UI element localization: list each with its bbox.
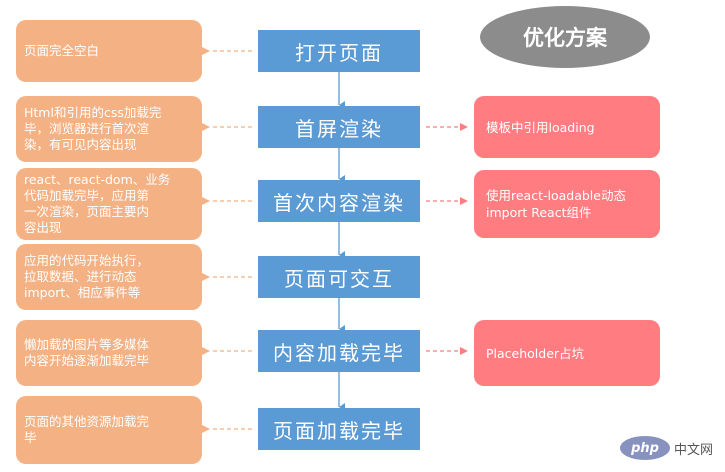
description-box-5: 懒加载的图片等多媒体 内容开始逐渐加载完毕 xyxy=(16,320,202,386)
watermark: php 中文网 xyxy=(620,432,720,464)
optimization-box-5: Placeholder占坑 xyxy=(474,320,660,386)
description-text-4: 应用的代码开始执行， 拉取数据、进行动态 import、相应事件等 xyxy=(24,253,150,300)
step-box-5: 内容加载完毕 xyxy=(258,330,420,372)
step-box-6: 页面加载完毕 xyxy=(258,408,420,450)
step-box-3: 首次内容渲染 xyxy=(258,180,420,222)
step-label-6: 页面加载完毕 xyxy=(273,418,405,443)
step-label-5: 内容加载完毕 xyxy=(273,340,405,365)
optimization-text-5: Placeholder占坑 xyxy=(486,345,585,361)
watermark-text: 中文网 xyxy=(674,442,714,458)
optimization-text-3: 使用react-loadable动态 import React组件 xyxy=(486,188,626,220)
description-text-6: 页面的其他资源加载完 毕 xyxy=(24,414,150,445)
step-box-4: 页面可交互 xyxy=(258,256,420,298)
description-box-1: 页面完全空白 xyxy=(16,20,202,82)
description-box-3: react、react-dom、业务 代码加载完毕，应用第 一次渲染，页面主要内… xyxy=(16,168,202,240)
description-box-4: 应用的代码开始执行， 拉取数据、进行动态 import、相应事件等 xyxy=(16,244,202,310)
step-box-2: 首屏渲染 xyxy=(258,106,420,148)
optimization-text-2: 模板中引用loading xyxy=(486,119,595,135)
description-text-1: 页面完全空白 xyxy=(24,43,100,58)
optimization-box-3: 使用react-loadable动态 import React组件 xyxy=(474,170,660,238)
description-box-6: 页面的其他资源加载完 毕 xyxy=(16,396,202,464)
step-label-1: 打开页面 xyxy=(295,40,383,65)
step-label-4: 页面可交互 xyxy=(284,266,394,291)
description-text-5: 懒加载的图片等多媒体 内容开始逐渐加载完毕 xyxy=(24,337,150,368)
php-logo: php xyxy=(620,436,670,460)
step-label-3: 首次内容渲染 xyxy=(273,190,405,215)
description-text-2: Html和引用的css加载完 毕，浏览器进行首次渲 染，有可见内容出现 xyxy=(24,105,162,152)
optimization-box-2: 模板中引用loading xyxy=(474,96,660,158)
title-text: 优化方案 xyxy=(523,26,607,50)
step-box-1: 打开页面 xyxy=(258,30,420,72)
description-text-3: react、react-dom、业务 代码加载完毕，应用第 一次渲染，页面主要内… xyxy=(24,172,171,235)
title-ellipse: 优化方案 xyxy=(480,6,650,68)
description-box-2: Html和引用的css加载完 毕，浏览器进行首次渲 染，有可见内容出现 xyxy=(16,96,202,162)
step-label-2: 首屏渲染 xyxy=(295,116,383,141)
